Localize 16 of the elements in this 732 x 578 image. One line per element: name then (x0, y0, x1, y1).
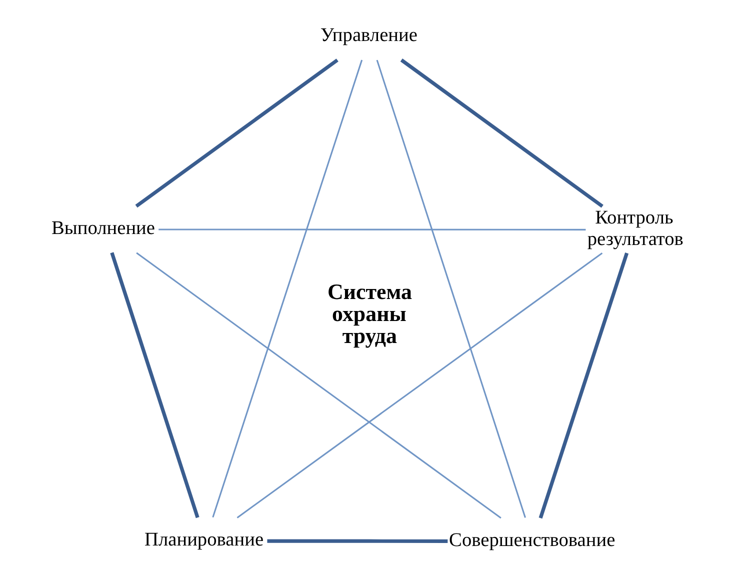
connector (538, 252, 628, 519)
connector (266, 539, 448, 543)
connector (110, 252, 199, 518)
connector (136, 252, 501, 519)
node-text: Контроль результатов (586, 207, 683, 250)
connector (158, 228, 586, 230)
node-text: Планирование (144, 529, 264, 550)
connector (212, 60, 362, 518)
node-text: Выполнение (50, 218, 155, 239)
connector (400, 58, 603, 208)
node-text: Управление (320, 25, 417, 46)
label: Система охраны труда (327, 278, 412, 348)
connector (236, 252, 602, 518)
node-text: Совершенствование (448, 530, 615, 551)
connector (134, 58, 338, 208)
connector (376, 60, 526, 518)
